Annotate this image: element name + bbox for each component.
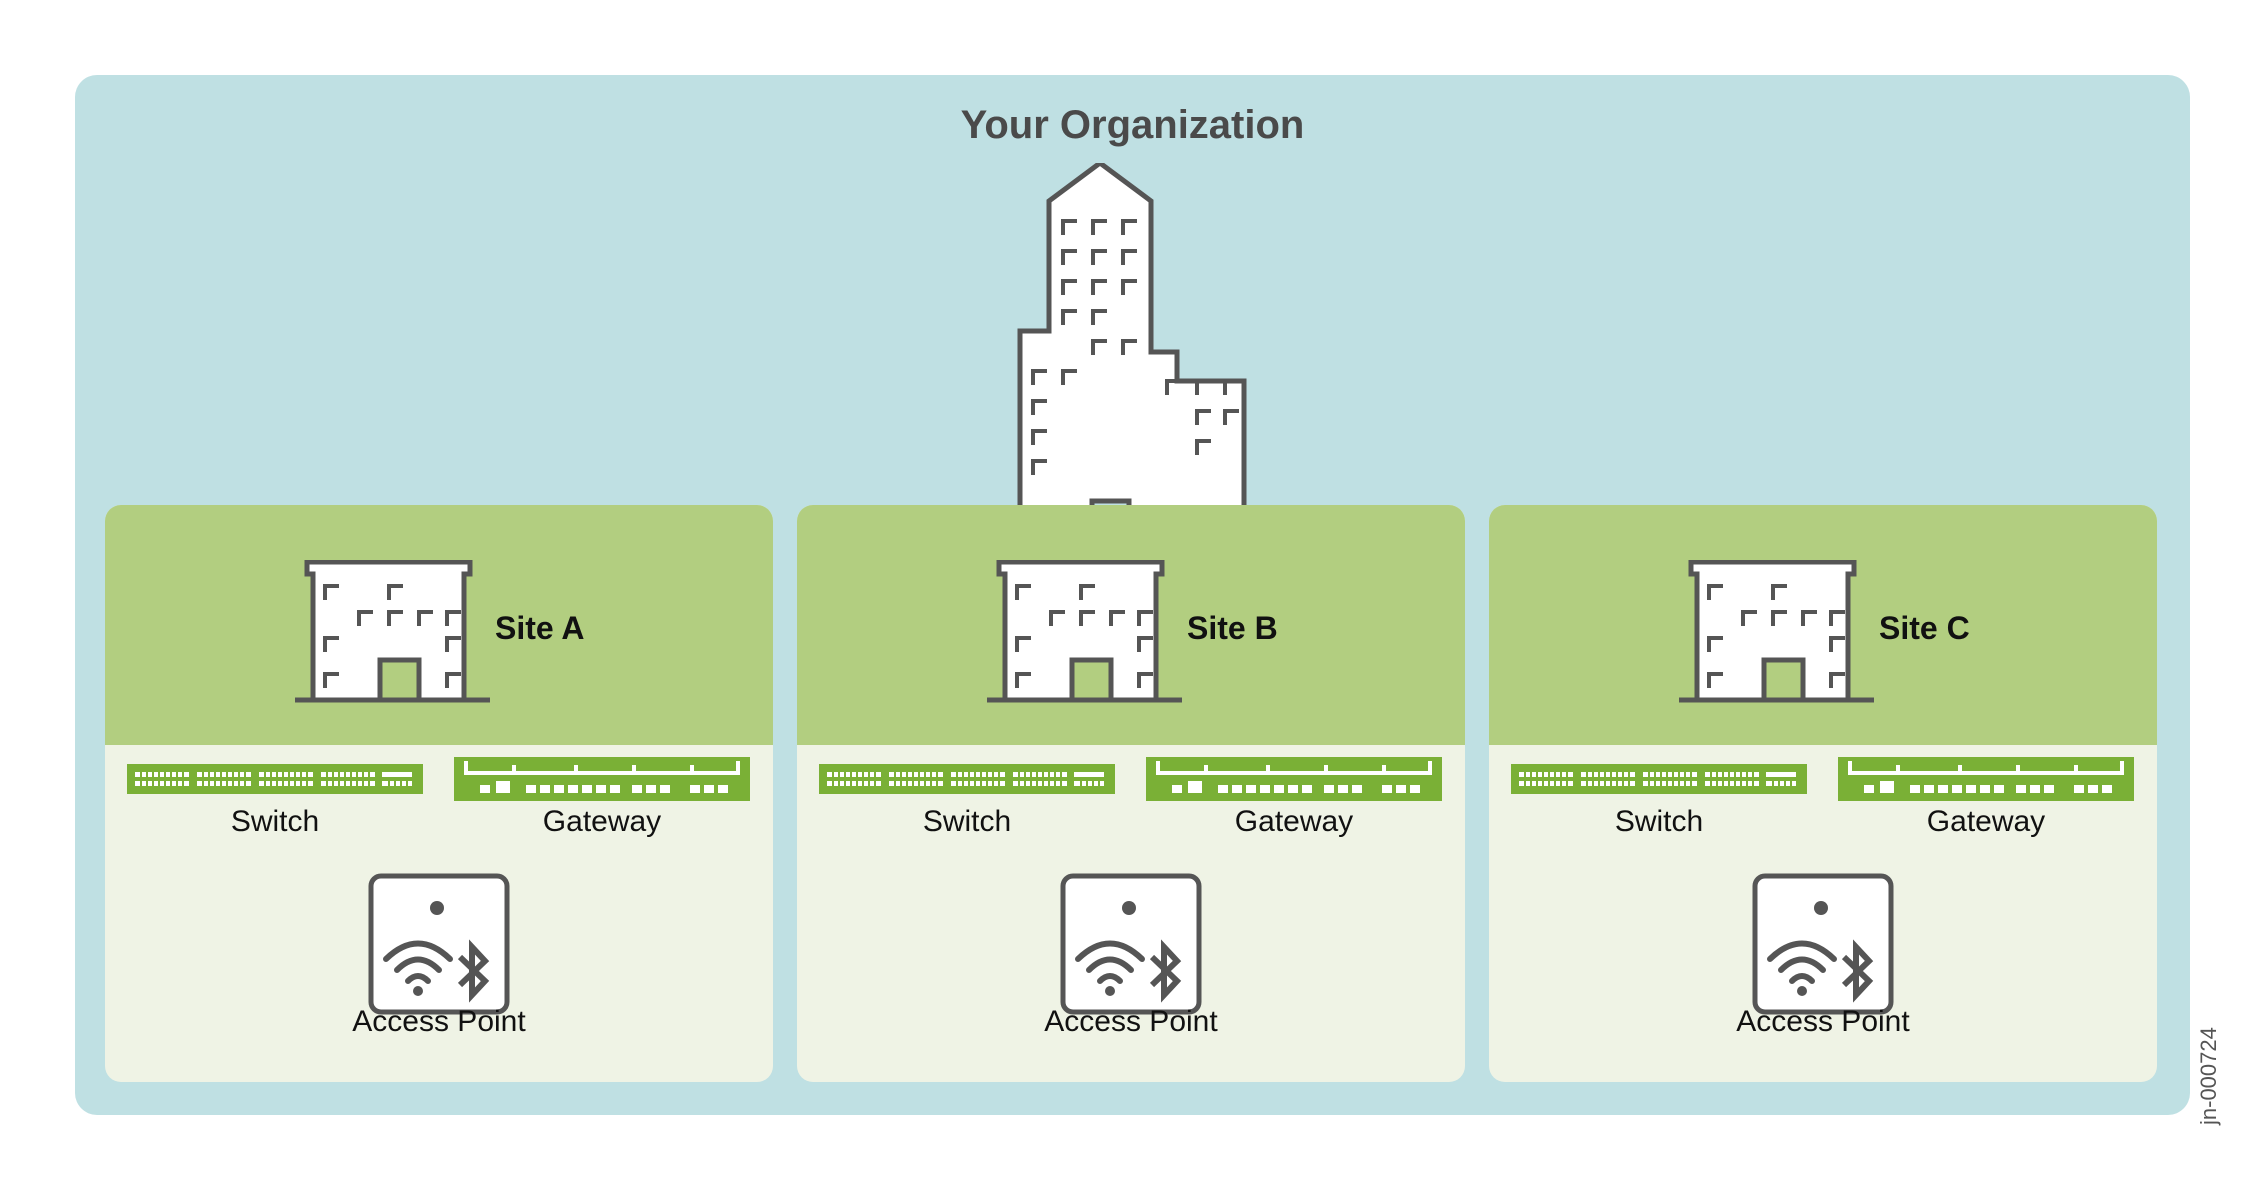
bluetooth-icon bbox=[1841, 939, 1874, 1003]
gateway-label: Gateway bbox=[1234, 805, 1354, 838]
switch-icon bbox=[1511, 764, 1807, 794]
access-point-label: Access Point bbox=[1044, 1005, 1218, 1038]
site-name: Site A bbox=[495, 610, 585, 646]
site-header: Site C bbox=[1489, 505, 2157, 745]
bluetooth-icon bbox=[1149, 939, 1182, 1003]
wifi-icon bbox=[383, 940, 453, 984]
site-c-panel: Site C Switch bbox=[1489, 505, 2157, 1082]
access-point-icon bbox=[1060, 873, 1202, 1015]
gateway-icon bbox=[1838, 757, 2134, 801]
gateway-label: Gateway bbox=[542, 805, 662, 838]
switch-label: Switch bbox=[230, 805, 320, 838]
site-name: Site C bbox=[1879, 610, 1970, 646]
switch-icon bbox=[819, 764, 1115, 794]
gateway-icon bbox=[454, 757, 750, 801]
access-point-label: Access Point bbox=[1736, 1005, 1910, 1038]
gateway-icon bbox=[1146, 757, 1442, 801]
site-header: Site A bbox=[105, 505, 773, 745]
organization-container: Your Organization bbox=[75, 75, 2190, 1115]
office-tower-icon bbox=[987, 163, 1287, 549]
access-point-label: Access Point bbox=[352, 1005, 526, 1038]
site-header: Site B bbox=[797, 505, 1465, 745]
switch-icon bbox=[127, 764, 423, 794]
document-id: jn-000724 bbox=[2196, 1027, 2221, 1125]
gateway-label: Gateway bbox=[1926, 805, 2046, 838]
building-icon bbox=[987, 560, 1182, 703]
bluetooth-icon bbox=[457, 939, 490, 1003]
access-point-icon bbox=[368, 873, 510, 1015]
access-point-icon bbox=[1752, 873, 1894, 1015]
switch-label: Switch bbox=[1614, 805, 1704, 838]
site-b-panel: Site B Switch bbox=[797, 505, 1465, 1082]
organization-title: Your Organization bbox=[960, 103, 1305, 147]
building-icon bbox=[295, 560, 490, 703]
site-a-panel: Site A Switch bbox=[105, 505, 773, 1082]
building-icon bbox=[1679, 560, 1874, 703]
switch-label: Switch bbox=[922, 805, 1012, 838]
wifi-icon bbox=[1075, 940, 1145, 984]
site-name: Site B bbox=[1187, 610, 1278, 646]
wifi-icon bbox=[1767, 940, 1837, 984]
